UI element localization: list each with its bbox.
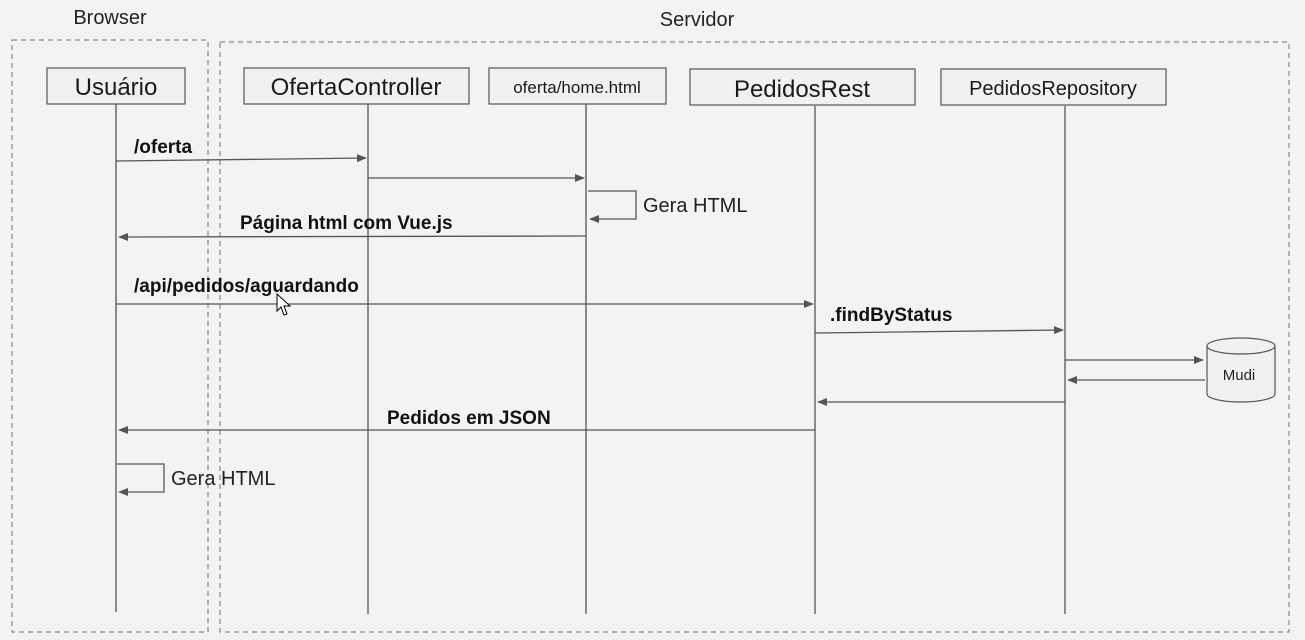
browser-frame — [11, 39, 209, 633]
participant-pedidos-rest[interactable]: PedidosRest — [689, 68, 916, 106]
pagina-html-response-label: Página html com Vue.js — [240, 213, 453, 234]
api-pedidos-request-label: /api/pedidos/aguardando — [134, 276, 359, 297]
participant-usuario[interactable]: Usuário — [46, 67, 186, 105]
servidor-group-title: Servidor — [660, 9, 735, 31]
find-by-status-label: .findByStatus — [830, 305, 952, 326]
participant-pedidos-repository-label: PedidosRepository — [969, 78, 1137, 100]
participant-oferta-controller-label: OfertaController — [271, 74, 442, 101]
gera-html-server-label: Gera HTML — [643, 195, 747, 217]
gera-html-browser-label: Gera HTML — [171, 468, 275, 490]
mudi-database[interactable]: Mudi — [1206, 337, 1276, 403]
pagina-html-response-arrow — [118, 232, 587, 241]
find-by-status-arrow — [814, 326, 1064, 335]
gera-html-server-self-arrow — [588, 190, 637, 223]
participant-oferta-controller[interactable]: OfertaController — [243, 67, 470, 105]
oferta-request-label: /oferta — [134, 137, 193, 158]
mouse-cursor-icon — [276, 292, 292, 316]
gera-html-browser-self-arrow — [117, 463, 165, 496]
browser-group-title: Browser — [73, 7, 147, 29]
participant-pedidos-repository[interactable]: PedidosRepository — [940, 68, 1167, 106]
participant-oferta-home[interactable]: oferta/home.html — [488, 67, 667, 105]
oferta-request-arrow — [115, 154, 367, 163]
pedidos-json-response-label: Pedidos em JSON — [387, 408, 551, 429]
participant-oferta-home-label: oferta/home.html — [513, 78, 641, 97]
mudi-database-label: Mudi — [1223, 367, 1256, 384]
participant-pedidos-rest-label: PedidosRest — [734, 76, 870, 103]
servidor-frame — [219, 41, 1290, 633]
participant-usuario-label: Usuário — [75, 74, 158, 101]
